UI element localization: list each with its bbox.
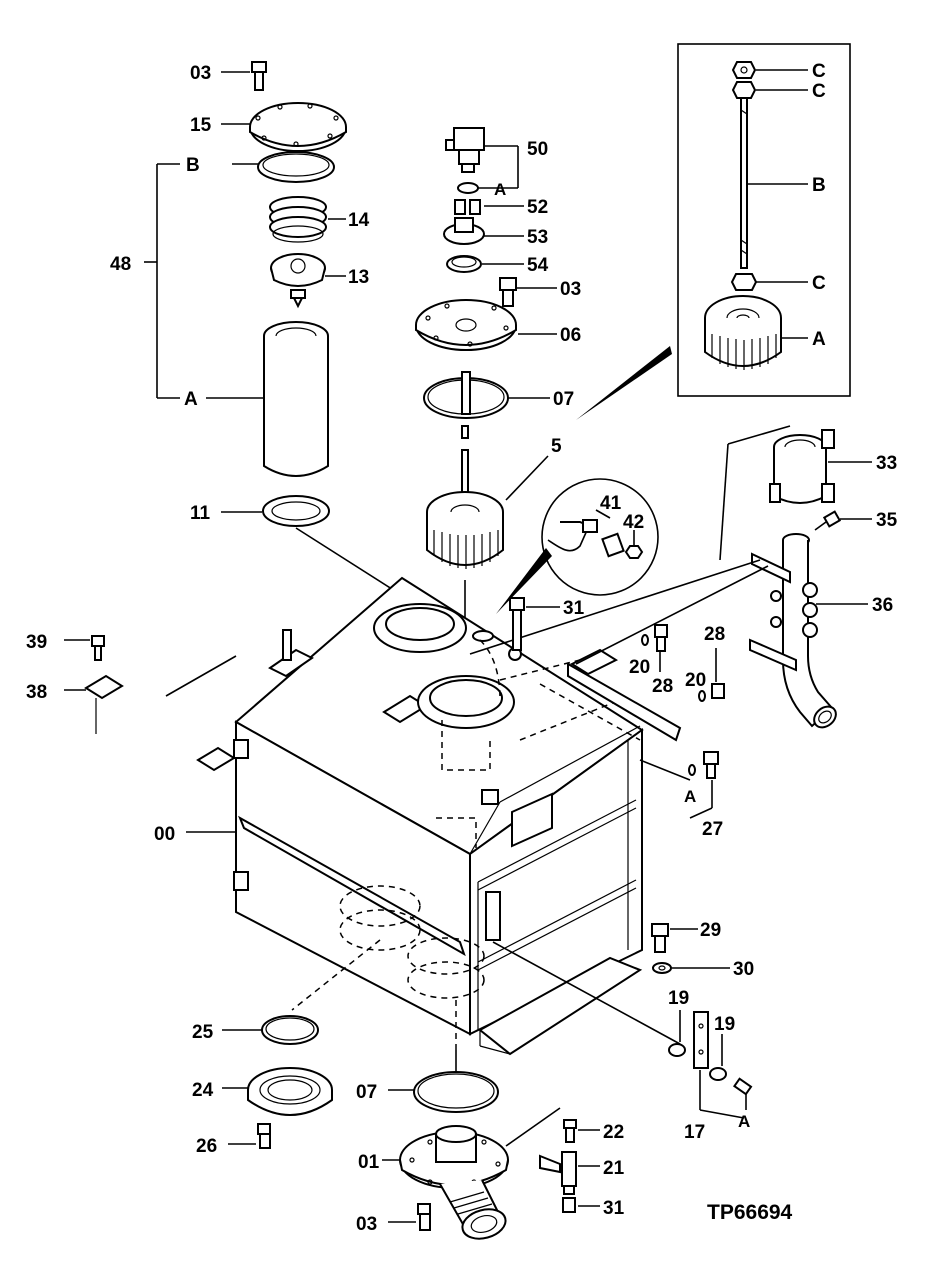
label-53: 53 [527, 227, 548, 248]
label-03-mid: 03 [560, 279, 581, 300]
pipe-assembly: 33 35 36 28 20 28 20 A [629, 429, 898, 840]
label-22: 22 [603, 1122, 624, 1143]
label-48: 48 [110, 254, 131, 275]
label-00: 00 [154, 824, 175, 845]
label-38: 38 [26, 682, 47, 703]
label-B-inset: B [812, 175, 826, 196]
label-17: 17 [684, 1122, 705, 1143]
label-14: 14 [348, 210, 370, 231]
label-13: 13 [348, 267, 369, 288]
label-26: 26 [196, 1136, 217, 1157]
label-C3: C [812, 273, 826, 294]
label-11: 11 [190, 503, 211, 524]
label-06: 06 [560, 325, 581, 346]
return-filter-stack: 03 15 14 13 [110, 61, 429, 613]
label-21: 21 [603, 1158, 625, 1179]
label-50: 50 [527, 139, 548, 160]
label-5: 5 [551, 436, 562, 457]
bottom-parts: 25 24 26 07 01 [192, 1015, 625, 1240]
label-28a: 28 [652, 676, 673, 697]
label-B-left: B [186, 155, 200, 176]
lower-right-parts: 29 30 19 19 A 17 [651, 920, 754, 1143]
label-20a: 20 [629, 657, 650, 678]
label-24: 24 [192, 1080, 214, 1101]
label-07-bot: 07 [356, 1082, 377, 1103]
label-A-inset: A [812, 329, 826, 350]
label-41: 41 [600, 493, 622, 514]
label-A-27: A [684, 787, 696, 806]
label-52: 52 [527, 197, 548, 218]
label-31-mid: 31 [563, 598, 585, 619]
label-42: 42 [623, 512, 644, 533]
drawing-id: TP66694 [707, 1201, 793, 1224]
label-25: 25 [192, 1022, 214, 1043]
label-20b: 20 [685, 670, 706, 691]
hydraulic-tank-body: 00 31 [154, 425, 791, 1074]
label-A-left: A [184, 389, 198, 410]
label-54: 54 [527, 255, 549, 276]
label-C2: C [812, 81, 826, 102]
label-19a: 19 [668, 988, 689, 1009]
handrail: 39 38 [26, 632, 237, 772]
suction-filter-stack: 50 A 52 53 54 03 06 [415, 127, 581, 690]
label-30: 30 [733, 959, 754, 980]
label-01: 01 [358, 1152, 380, 1173]
label-28b: 28 [704, 624, 725, 645]
label-07-top: 07 [553, 389, 574, 410]
label-29: 29 [700, 920, 721, 941]
label-19b: 19 [714, 1014, 735, 1035]
inset-pointer [576, 346, 672, 420]
label-39: 39 [26, 632, 47, 653]
label-03-top: 03 [190, 63, 211, 84]
label-03-bot: 03 [356, 1214, 377, 1235]
label-36: 36 [872, 595, 893, 616]
label-15: 15 [190, 115, 212, 136]
label-35: 35 [876, 510, 898, 531]
label-C1: C [812, 61, 826, 82]
label-31-bot: 31 [603, 1198, 625, 1219]
label-27: 27 [702, 819, 723, 840]
detail-circle-41-42: 41 42 [496, 478, 659, 614]
label-A-50: A [494, 180, 506, 199]
label-A-17: A [738, 1112, 750, 1131]
inset-filter-detail: C C B C A [677, 43, 851, 397]
label-33: 33 [876, 453, 897, 474]
